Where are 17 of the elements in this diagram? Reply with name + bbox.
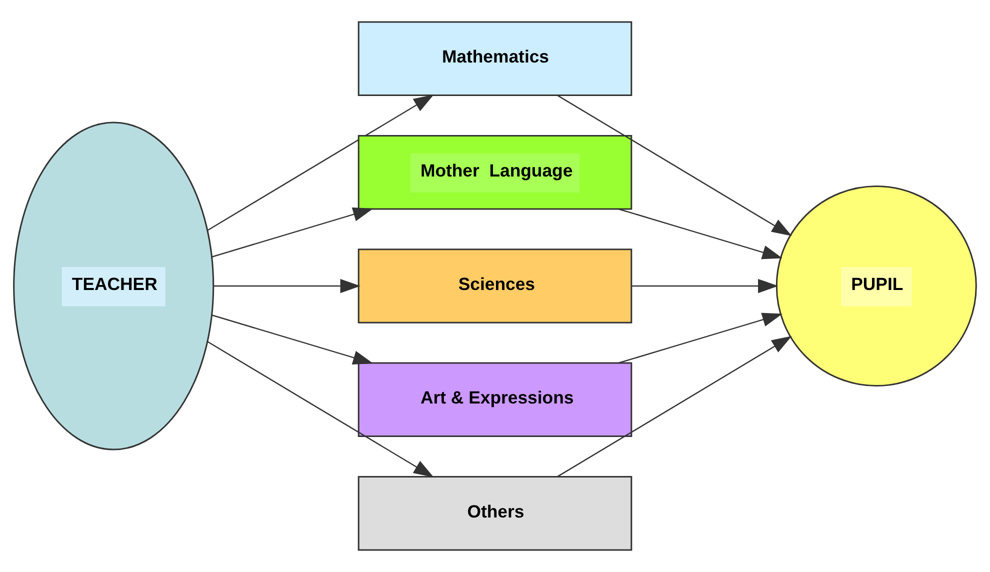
arrow — [207, 94, 434, 231]
arrow — [618, 208, 783, 260]
node-box: Others — [358, 476, 632, 551]
arrow — [557, 94, 792, 236]
arrow — [618, 312, 783, 364]
node-ellipse: TEACHER — [13, 122, 214, 450]
node-box: Mother Language — [358, 134, 632, 210]
arrow — [557, 336, 792, 478]
node-circle: PUPIL — [776, 185, 977, 387]
node-box: Mathematics — [358, 21, 632, 96]
node-box: Sciences — [358, 248, 632, 324]
arrow — [212, 208, 374, 258]
arrow — [212, 314, 374, 364]
node-box: Art & Expressions — [358, 362, 632, 438]
arrow — [631, 278, 778, 294]
arrow — [207, 341, 434, 478]
arrow — [213, 278, 360, 294]
